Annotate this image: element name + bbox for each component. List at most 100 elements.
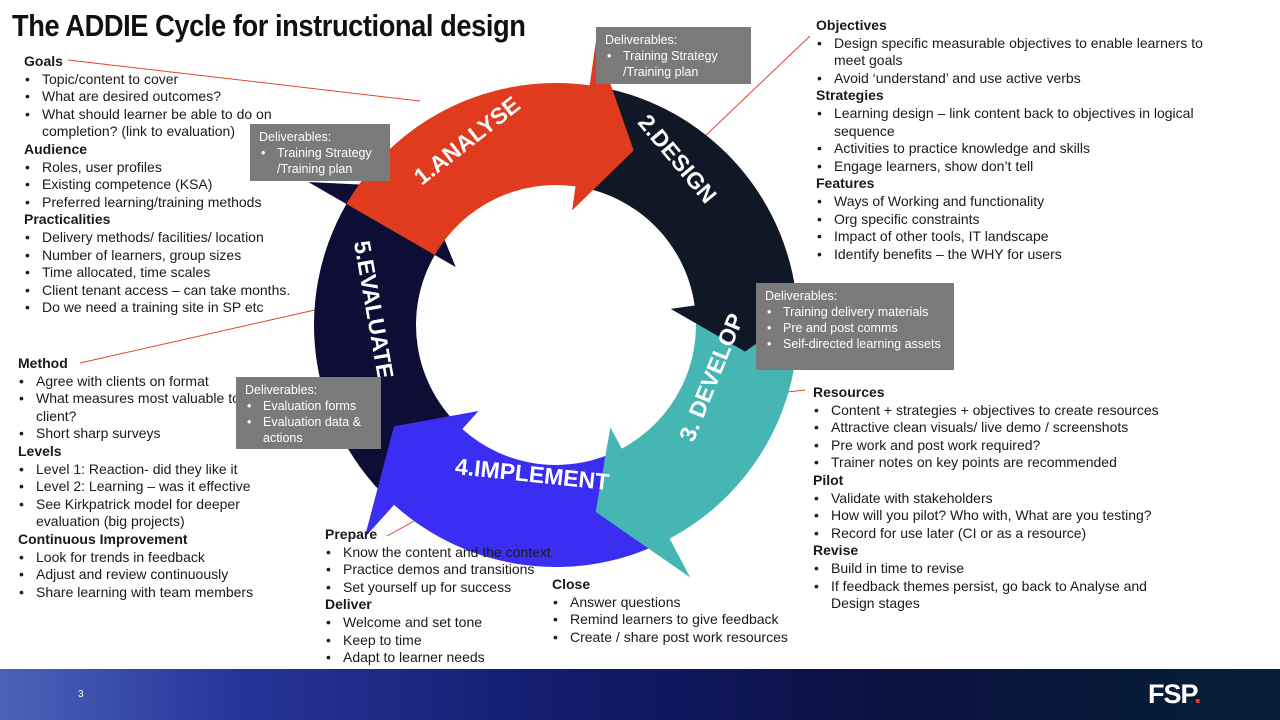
section-list: Ways of Working and functionalityOrg spe… — [816, 193, 1216, 263]
list-item: Trainer notes on key points are recommen… — [813, 454, 1183, 472]
section-heading: Objectives — [816, 17, 887, 33]
deliverables-title: Deliverables: — [245, 383, 318, 397]
deliverables-list: Evaluation formsEvaluation data & action… — [245, 398, 372, 446]
close-notes: CloseAnswer questionsRemind learners to … — [552, 576, 802, 646]
list-item: Impact of other tools, IT landscape — [816, 228, 1216, 246]
deliverables-box-develop: Deliverables:Training delivery materials… — [756, 283, 954, 370]
section-heading: Resources — [813, 384, 885, 400]
list-item: Org specific constraints — [816, 211, 1216, 229]
section-list: Level 1: Reaction- did they like itLevel… — [18, 461, 258, 531]
list-item: Ways of Working and functionality — [816, 193, 1216, 211]
deliverable-item: Evaluation data & actions — [245, 414, 372, 446]
deliverable-item: Training Strategy /Training plan — [259, 145, 381, 177]
list-item: Keep to time — [325, 632, 585, 650]
list-item: Attractive clean visuals/ live demo / sc… — [813, 419, 1183, 437]
section-heading: Goals — [24, 53, 63, 69]
list-item: Client tenant access – can take months. — [24, 282, 294, 300]
list-item: Look for trends in feedback — [18, 549, 258, 567]
section-list: Look for trends in feedbackAdjust and re… — [18, 549, 258, 602]
implement-notes: PrepareKnow the content and the contextP… — [325, 526, 585, 667]
deliverables-box-analyse: Deliverables:Training Strategy /Training… — [250, 124, 390, 181]
list-item: Avoid ‘understand’ and use active verbs — [816, 70, 1216, 88]
list-item: Design specific measurable objectives to… — [816, 35, 1216, 70]
list-item: How will you pilot? Who with, What are y… — [813, 507, 1183, 525]
deliverable-item: Training Strategy /Training plan — [605, 48, 742, 80]
list-item: Roles, user profiles — [24, 159, 294, 177]
list-item: Time allocated, time scales — [24, 264, 294, 282]
logo-text: FSP — [1148, 679, 1195, 709]
cycle-segment — [364, 411, 670, 568]
list-item: Engage learners, show don’t tell — [816, 158, 1216, 176]
list-item: Activities to practice knowledge and ski… — [816, 140, 1216, 158]
list-item: Level 2: Learning – was it effective — [18, 478, 258, 496]
page-number: 3 — [78, 689, 84, 700]
list-item: Existing competence (KSA) — [24, 176, 294, 194]
list-item: Preferred learning/training methods — [24, 194, 294, 212]
deliverables-list: Training delivery materialsPre and post … — [765, 304, 945, 352]
list-item: Level 1: Reaction- did they like it — [18, 461, 258, 479]
deliverable-item: Evaluation forms — [245, 398, 372, 414]
section-heading: Method — [18, 355, 68, 371]
section-heading: Pilot — [813, 471, 844, 488]
list-item: If feedback themes persist, go back to A… — [813, 578, 1183, 613]
cycle-segment — [595, 291, 798, 578]
evaluate-notes: MethodAgree with clients on formatWhat m… — [18, 355, 258, 601]
list-item: Set yourself up for success — [325, 579, 585, 597]
list-item: What are desired outcomes? — [24, 88, 294, 106]
section-list: Agree with clients on formatWhat measure… — [18, 373, 258, 443]
list-item: Create / share post work resources — [552, 629, 802, 647]
section-list: Content + strategies + objectives to cre… — [813, 402, 1183, 472]
list-item: Remind learners to give feedback — [552, 611, 802, 629]
deliverables-title: Deliverables: — [765, 289, 838, 303]
section-list: Know the content and the contextPractice… — [325, 544, 585, 597]
section-heading: Levels — [18, 442, 62, 459]
deliverables-title: Deliverables: — [605, 33, 678, 47]
section-list: Learning design – link content back to o… — [816, 105, 1216, 175]
list-item: Learning design – link content back to o… — [816, 105, 1216, 140]
section-heading: Audience — [24, 140, 88, 157]
list-item: Agree with clients on format — [18, 373, 258, 391]
develop-notes: ResourcesContent + strategies + objectiv… — [813, 384, 1183, 613]
design-notes: ObjectivesDesign specific measurable obj… — [816, 17, 1216, 263]
section-list: Delivery methods/ facilities/ locationNu… — [24, 229, 294, 317]
list-item: What measures most valuable to client? — [18, 390, 258, 425]
cycle-segment — [346, 41, 634, 256]
section-heading: Close — [552, 576, 591, 592]
list-item: Welcome and set tone — [325, 614, 585, 632]
logo-dot: . — [1194, 679, 1201, 709]
list-item: Do we need a training site in SP etc — [24, 299, 294, 317]
section-heading: Prepare — [325, 526, 378, 542]
list-item: See Kirkpatrick model for deeper evaluat… — [18, 496, 258, 531]
list-item: Number of learners, group sizes — [24, 247, 294, 265]
list-item: Record for use later (CI or as a resourc… — [813, 525, 1183, 543]
list-item: Build in time to revise — [813, 560, 1183, 578]
list-item: Practice demos and transitions — [325, 561, 585, 579]
section-heading: Deliver — [325, 596, 372, 613]
list-item: Share learning with team members — [18, 584, 258, 602]
section-list: Answer questionsRemind learners to give … — [552, 594, 802, 647]
list-item: Short sharp surveys — [18, 425, 258, 443]
section-heading: Continuous Improvement — [18, 530, 188, 547]
section-heading: Features — [816, 175, 875, 192]
list-item: Topic/content to cover — [24, 71, 294, 89]
list-item: Content + strategies + objectives to cre… — [813, 402, 1183, 420]
list-item: Pre work and post work required? — [813, 437, 1183, 455]
list-item: Validate with stakeholders — [813, 490, 1183, 508]
list-item: Identify benefits – the WHY for users — [816, 246, 1216, 264]
section-list: Validate with stakeholdersHow will you p… — [813, 490, 1183, 543]
deliverables-list: Training Strategy /Training plan — [259, 145, 381, 177]
list-item: Know the content and the context — [325, 544, 585, 562]
deliverable-item: Pre and post comms — [765, 320, 945, 336]
list-item: Delivery methods/ facilities/ location — [24, 229, 294, 247]
deliverable-item: Training delivery materials — [765, 304, 945, 320]
list-item: What should learner be able to do on com… — [24, 106, 294, 141]
section-heading: Revise — [813, 542, 859, 559]
page-title: The ADDIE Cycle for instructional design — [12, 8, 526, 43]
footer-bar: 3 FSP. — [0, 669, 1280, 720]
section-list: Roles, user profilesExisting competence … — [24, 159, 294, 212]
deliverables-title: Deliverables: — [259, 130, 332, 144]
section-list: Design specific measurable objectives to… — [816, 35, 1216, 88]
deliverable-item: Self-directed learning assets — [765, 336, 945, 352]
list-item: Adjust and review continuously — [18, 566, 258, 584]
list-item: Answer questions — [552, 594, 802, 612]
